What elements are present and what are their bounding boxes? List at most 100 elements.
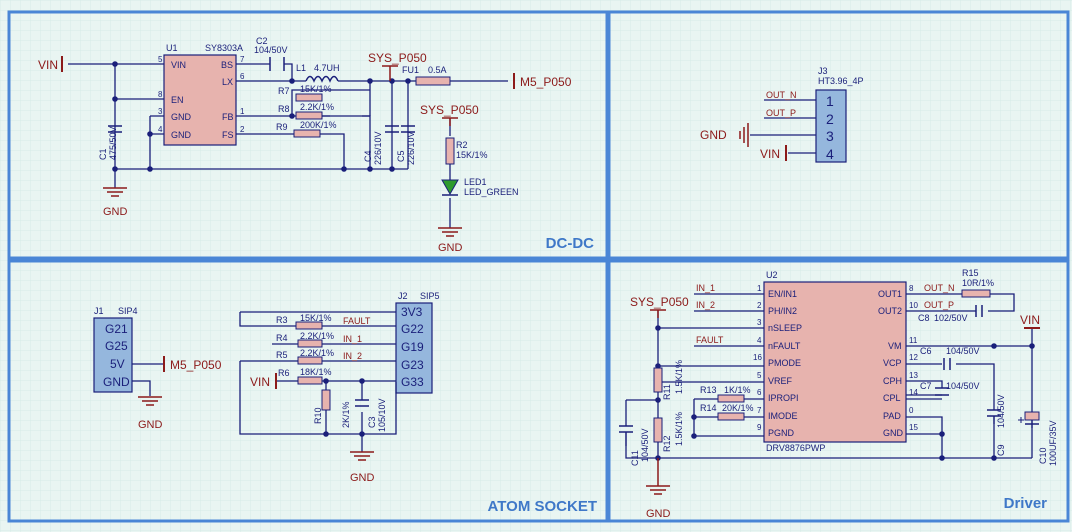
r8-resistor [295,111,323,120]
u1-pin-vin: VIN [171,60,186,70]
u2-left-pin: IPROPI [768,393,799,403]
section-title-driver: Driver [1004,495,1048,512]
vin-port: VIN [38,56,63,72]
r11-resistor [653,367,663,393]
j2-ref: J2 [398,291,408,301]
gnd-symbol [646,458,670,495]
u1-pin-gnd2: GND [171,130,192,140]
svg-text:M5_P050: M5_P050 [520,75,572,89]
svg-text:VIN: VIN [38,58,58,72]
j3-out-p: OUT_P [766,108,796,118]
j3-vin-label: VIN [760,147,780,161]
u2-right-pin: VM [888,341,902,351]
in1-net-label: IN_1 [343,334,362,344]
r12-resistor [653,417,663,443]
j2-part: SIP5 [420,291,440,301]
r8-ref: R8 [278,104,290,114]
r13-ref: R13 [700,385,717,395]
u1-pinnum: 7 [240,55,245,64]
vin-label-driver: VIN [1020,313,1040,327]
j3-connector [815,89,847,163]
j1-pin: GND [103,375,130,389]
u2-left-num: 9 [757,423,762,432]
r14-ref: R14 [700,403,717,413]
sys-p050-port-2: SYS_P050 [420,103,479,126]
gnd-label: GND [350,472,375,484]
r2-ref: R2 [456,140,468,150]
fault-net-label-driver: FAULT [696,335,724,345]
u2-right-num: 15 [909,423,918,432]
section-title-dcdc: DC-DC [546,235,594,252]
r12-ref: R12 [662,435,672,452]
c11-capacitor [619,425,633,446]
r3-ref: R3 [276,315,288,325]
r2-resistor [445,137,455,165]
led1-value: LED_GREEN [464,187,519,197]
m5-p050-port: M5_P050 [513,73,572,89]
u2-right-pin: OUT2 [878,306,902,316]
c10-ref: C10 [1038,447,1048,464]
u1-pin-lx: LX [222,77,233,87]
u2-right-pin: CPH [883,376,902,386]
j2-connector [395,302,433,394]
gnd-label: GND [103,206,128,218]
u1-chip [163,54,237,146]
r14-value: 20K/1% [722,403,754,413]
r10-value: 2K/1% [341,401,351,428]
u2-right-num: 10 [909,301,918,310]
c8-ref: C8 [918,313,930,323]
gnd-symbol [438,227,462,237]
r14-resistor [717,412,745,421]
section-frames [7,10,1070,523]
r7-resistor [295,93,323,102]
u2-left-pin: nSLEEP [768,323,802,333]
c7-ref: C7 [920,381,932,391]
u1-pin-fb: FB [222,112,234,122]
r5-ref: R5 [276,350,288,360]
u1-pinnum: 5 [158,55,163,64]
j3-wires [750,99,816,154]
u1-ref: U1 [166,43,178,53]
r11-ref: R11 [662,384,672,400]
r9-resistor [293,129,321,138]
in2-net-label-driver: IN_2 [696,300,715,310]
gnd-label: GND [138,419,163,431]
u2-right-num: 11 [909,336,918,345]
r4-ref: R4 [276,333,288,343]
r7-value: 15K/1% [300,84,332,94]
c11-ref: C11 [630,450,640,466]
j1-pin: 5V [110,357,125,371]
c9-value: 104/50V [996,394,1006,428]
gnd-label: GND [438,242,463,254]
u1-pinnum: 6 [240,72,245,81]
out-n-net-label: OUT_N [924,283,955,293]
u2-left-num: 1 [757,284,762,293]
c4-value: 226/10V [373,131,383,165]
atom-wires [239,311,397,452]
out-p-net-label: OUT_P [924,300,954,310]
r13-value: 1K/1% [724,385,751,395]
u2-left-num: 4 [757,336,762,345]
c11-value: 104/50V [640,428,650,462]
gnd-label: GND [646,508,671,520]
u1-pin-fs: FS [222,130,234,140]
r5-value: 2.2K/1% [300,348,334,358]
u2-left-num: 16 [753,353,762,362]
u2-left-pin: PH/IN2 [768,306,797,316]
r13-resistor [717,394,745,403]
r7-ref: R7 [278,86,290,96]
u2-right-num: 12 [909,353,918,362]
c3-capacitor [355,399,369,407]
u2-right-pin: CPL [883,393,901,403]
u2-left-num: 5 [757,371,762,380]
j3-gnd-symbol [739,123,749,147]
u2-ref: U2 [766,270,778,280]
gnd-symbol [138,396,162,406]
u2-part: DRV8876PWP [766,443,825,453]
sys-p050-port: SYS_P050 [368,51,427,81]
c10-value: 100UF/35V [1048,420,1058,466]
j3-gnd-label: GND [700,128,727,142]
j2-pin: G23 [401,358,424,372]
j3-pin: 2 [826,111,834,127]
